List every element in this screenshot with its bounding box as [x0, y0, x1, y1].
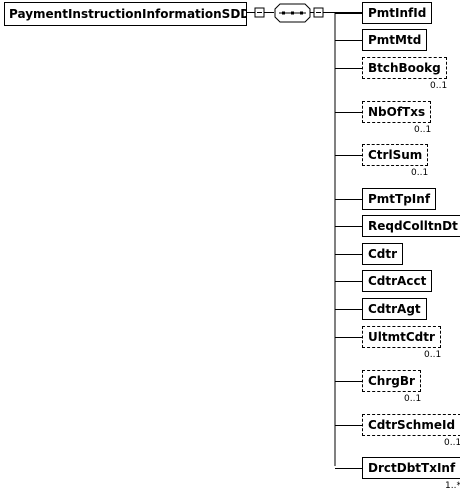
element-cdtrschmeid[interactable]: CdtrSchmeId: [362, 414, 460, 436]
element-cdtracct[interactable]: CdtrAcct: [362, 270, 433, 292]
cardinality-label: 1..*: [445, 481, 460, 491]
element-pmttpinf[interactable]: PmtTpInf: [362, 188, 437, 210]
cardinality-label: 0..1: [411, 168, 429, 178]
element-pmtinfid[interactable]: PmtInfId: [362, 2, 433, 24]
element-reqdcolltndt[interactable]: ReqdColltnDt: [362, 215, 460, 237]
element-pmtmtd[interactable]: PmtMtd: [362, 29, 428, 51]
element-cdtragt[interactable]: CdtrAgt: [362, 298, 427, 320]
element-drctdbttxinf[interactable]: DrctDbtTxInf: [362, 457, 460, 479]
element-ultmtcdtr[interactable]: UltmtCdtr: [362, 326, 441, 348]
cardinality-label: 0..1: [430, 81, 448, 91]
root-element-box[interactable]: PaymentInstructionInformationSDD: [4, 2, 247, 26]
cardinality-label: 0..1: [444, 438, 460, 448]
cardinality-label: 0..1: [404, 394, 422, 404]
element-cdtr[interactable]: Cdtr: [362, 243, 404, 265]
cardinality-label: 0..1: [424, 350, 442, 360]
element-btchbookg[interactable]: BtchBookg: [362, 57, 447, 79]
element-nboftxs[interactable]: NbOfTxs: [362, 101, 432, 123]
element-chrgbr[interactable]: ChrgBr: [362, 370, 421, 392]
sequence-icon[interactable]: [274, 3, 311, 23]
element-ctrlsum[interactable]: CtrlSum: [362, 144, 429, 166]
cardinality-label: 0..1: [414, 125, 432, 135]
